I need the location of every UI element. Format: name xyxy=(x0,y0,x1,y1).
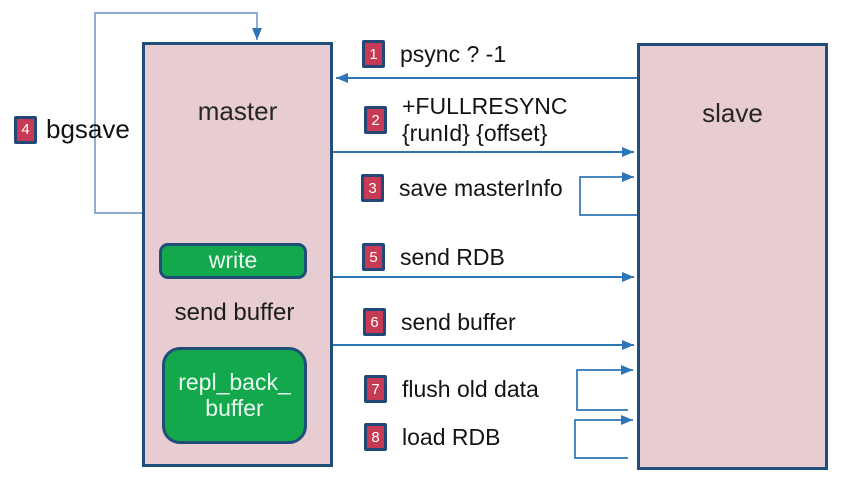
master-label: master xyxy=(197,96,278,126)
step-8-number: 8 xyxy=(364,423,387,451)
bgsave-loop-arrow xyxy=(94,12,262,214)
step-6-label: send buffer xyxy=(401,308,516,335)
step-1: 1 psync ? -1 xyxy=(362,40,506,68)
step-3-label: save masterInfo xyxy=(399,174,563,201)
step-2-label: +FULLRESYNC {runId} {offset} xyxy=(402,93,568,147)
step-1-label: psync ? -1 xyxy=(400,40,507,67)
step-1-number: 1 xyxy=(362,40,385,68)
write-box-label: write xyxy=(208,247,258,274)
step-6-number: 6 xyxy=(363,308,386,336)
step-4-number: 4 xyxy=(14,115,37,144)
step-4-bgsave: 4 bgsave xyxy=(14,114,130,145)
save-masterinfo-loop-arrow xyxy=(579,172,637,216)
step-8-label: load RDB xyxy=(402,423,501,450)
load-rdb-loop-arrow xyxy=(574,415,633,459)
step-2-label-line2: {runId} {offset} xyxy=(402,120,548,146)
repl-back-buffer-label-line2: buffer xyxy=(205,394,264,421)
slave-label: slave xyxy=(702,98,763,128)
repl-back-buffer-box: repl_back_ buffer xyxy=(162,347,307,444)
step-7: 7 flush old data xyxy=(364,375,539,403)
step-4-label: bgsave xyxy=(46,114,130,144)
step-5: 5 send RDB xyxy=(362,243,505,271)
flush-old-data-loop-arrow xyxy=(576,365,633,411)
step-5-number: 5 xyxy=(362,243,385,271)
repl-back-buffer-label-line1: repl_back_ xyxy=(178,368,291,395)
slave-node xyxy=(637,43,828,470)
step-2-label-line1: +FULLRESYNC xyxy=(402,93,568,119)
step-3-number: 3 xyxy=(361,174,384,202)
write-box: write xyxy=(159,243,307,279)
step-2-number: 2 xyxy=(364,106,387,134)
step-8: 8 load RDB xyxy=(364,423,500,451)
step-7-number: 7 xyxy=(364,375,387,403)
step-7-label: flush old data xyxy=(402,375,539,402)
step-6: 6 send buffer xyxy=(363,308,516,336)
send-buffer-label: send buffer xyxy=(174,299,295,326)
step-3: 3 save masterInfo xyxy=(361,174,563,202)
step-5-label: send RDB xyxy=(400,243,505,270)
step-2: 2 +FULLRESYNC {runId} {offset} xyxy=(364,93,568,147)
